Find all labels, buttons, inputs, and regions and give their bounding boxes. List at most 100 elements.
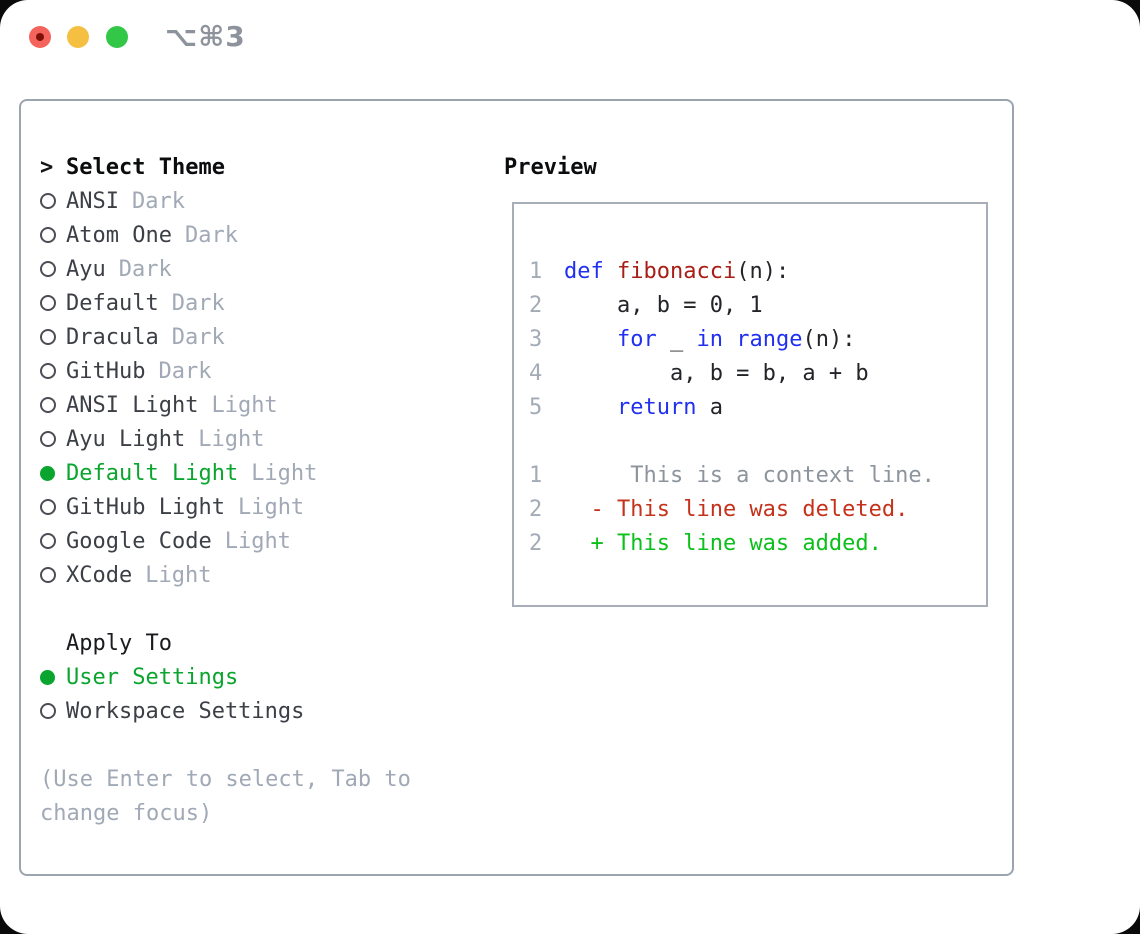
radio-unselected-icon — [40, 193, 56, 209]
theme-option-variant: Dark — [131, 188, 185, 214]
theme-option-variant: Light — [211, 392, 278, 418]
theme-option-label: Default — [66, 290, 159, 316]
radio-unselected-icon — [40, 431, 56, 447]
code-token-pl — [564, 395, 617, 420]
radio-unselected-icon — [40, 533, 56, 549]
apply-to-heading-row: Apply To — [40, 626, 411, 660]
theme-option-variant: Light — [145, 562, 212, 588]
code-line: 3 for _ in range(n): — [529, 322, 935, 356]
theme-list-heading-row: >Select Theme — [40, 150, 411, 184]
theme-option-ansi[interactable]: ANSI Dark — [40, 184, 411, 218]
code-line: 4 a, b = b, a + b — [529, 356, 935, 390]
spacer-row — [40, 592, 411, 626]
code-token-pl: (n): — [736, 258, 790, 284]
line-number: 3 — [529, 326, 543, 352]
theme-option-variant: Light — [198, 426, 265, 452]
minimize-button[interactable] — [67, 26, 89, 48]
theme-option-label: GitHub Light — [66, 494, 225, 520]
radio-unselected-icon — [40, 329, 56, 345]
theme-option-variant: Dark — [171, 324, 225, 350]
title-bar: ⌥⌘3 — [0, 0, 1140, 75]
theme-option-ayu-light[interactable]: Ayu Light Light — [40, 422, 411, 456]
radio-unselected-icon — [40, 567, 56, 583]
apply-option-user-settings[interactable]: User Settings — [40, 660, 411, 694]
preview-heading: Preview — [504, 154, 597, 180]
theme-option-label: XCode — [66, 562, 133, 588]
theme-option-variant: Dark — [171, 290, 225, 316]
radio-icon — [40, 465, 66, 481]
theme-option-label: ANSI — [66, 188, 119, 214]
theme-option-xcode[interactable]: XCode Light — [40, 558, 411, 592]
code-line: 2 - This line was deleted. — [529, 492, 935, 526]
radio-unselected-icon — [40, 363, 56, 379]
keyboard-hint: (Use Enter to select, Tab to — [40, 766, 411, 792]
theme-option-label: Ayu — [66, 256, 106, 282]
code-token-pl: a — [696, 394, 723, 420]
code-token-kw: in — [696, 326, 723, 352]
code-token-pl: a, b = b, a + b — [564, 360, 869, 386]
radio-unselected-icon — [40, 295, 56, 311]
close-button[interactable] — [29, 26, 51, 48]
theme-option-variant: Dark — [118, 256, 172, 282]
line-number: 1 — [529, 462, 543, 488]
code-token-kw: for — [616, 326, 657, 352]
code-token-pl: _ — [656, 326, 697, 352]
code-token-kw: range — [736, 326, 803, 352]
radio-icon — [40, 567, 66, 583]
code-line: 2 + This line was added. — [529, 526, 935, 560]
code-token-ctx: This is a context line. — [564, 462, 935, 488]
code-line: 1 def fibonacci(n): — [529, 254, 935, 288]
radio-icon — [40, 499, 66, 515]
radio-icon — [40, 329, 66, 345]
radio-selected-icon — [40, 465, 55, 481]
radio-unselected-icon — [40, 397, 56, 413]
apply-option-workspace-settings[interactable]: Workspace Settings — [40, 694, 411, 728]
theme-list-heading: Select Theme — [66, 154, 225, 180]
window-title: ⌥⌘3 — [165, 20, 246, 53]
theme-option-default[interactable]: Default Dark — [40, 286, 411, 320]
code-line: 1 This is a context line. — [529, 458, 935, 492]
radio-icon — [40, 227, 66, 243]
theme-option-label: ANSI Light — [66, 392, 199, 418]
line-number: 2 — [529, 530, 543, 556]
radio-unselected-icon — [40, 261, 56, 277]
theme-option-ansi-light[interactable]: ANSI Light Light — [40, 388, 411, 422]
line-number: 4 — [529, 360, 543, 386]
code-token-fn: fibonacci — [617, 258, 737, 284]
line-number: 2 — [529, 292, 543, 318]
line-number: 5 — [529, 394, 543, 420]
radio-icon — [40, 193, 66, 209]
radio-icon — [40, 669, 66, 685]
radio-icon — [40, 295, 66, 311]
code-token-kw: def — [564, 258, 604, 284]
line-number: 1 — [529, 258, 543, 284]
code-token-kw: return — [616, 394, 697, 420]
radio-selected-icon — [40, 669, 55, 685]
radio-icon — [40, 397, 66, 413]
radio-icon — [40, 431, 66, 447]
apply-to-heading: Apply To — [66, 630, 172, 656]
code-token-pl — [723, 327, 736, 352]
theme-option-variant: Dark — [184, 222, 238, 248]
spacer-row — [40, 728, 411, 762]
zoom-button[interactable] — [106, 26, 128, 48]
code-line: 2 a, b = 0, 1 — [529, 288, 935, 322]
code-line: 5 return a — [529, 390, 935, 424]
radio-unselected-icon — [40, 703, 56, 719]
keyboard-hint: change focus) — [40, 800, 213, 826]
theme-option-label: Ayu Light — [66, 426, 186, 452]
theme-option-ayu[interactable]: Ayu Dark — [40, 252, 411, 286]
theme-option-variant: Light — [224, 528, 291, 554]
focus-prompt: > — [40, 155, 66, 180]
